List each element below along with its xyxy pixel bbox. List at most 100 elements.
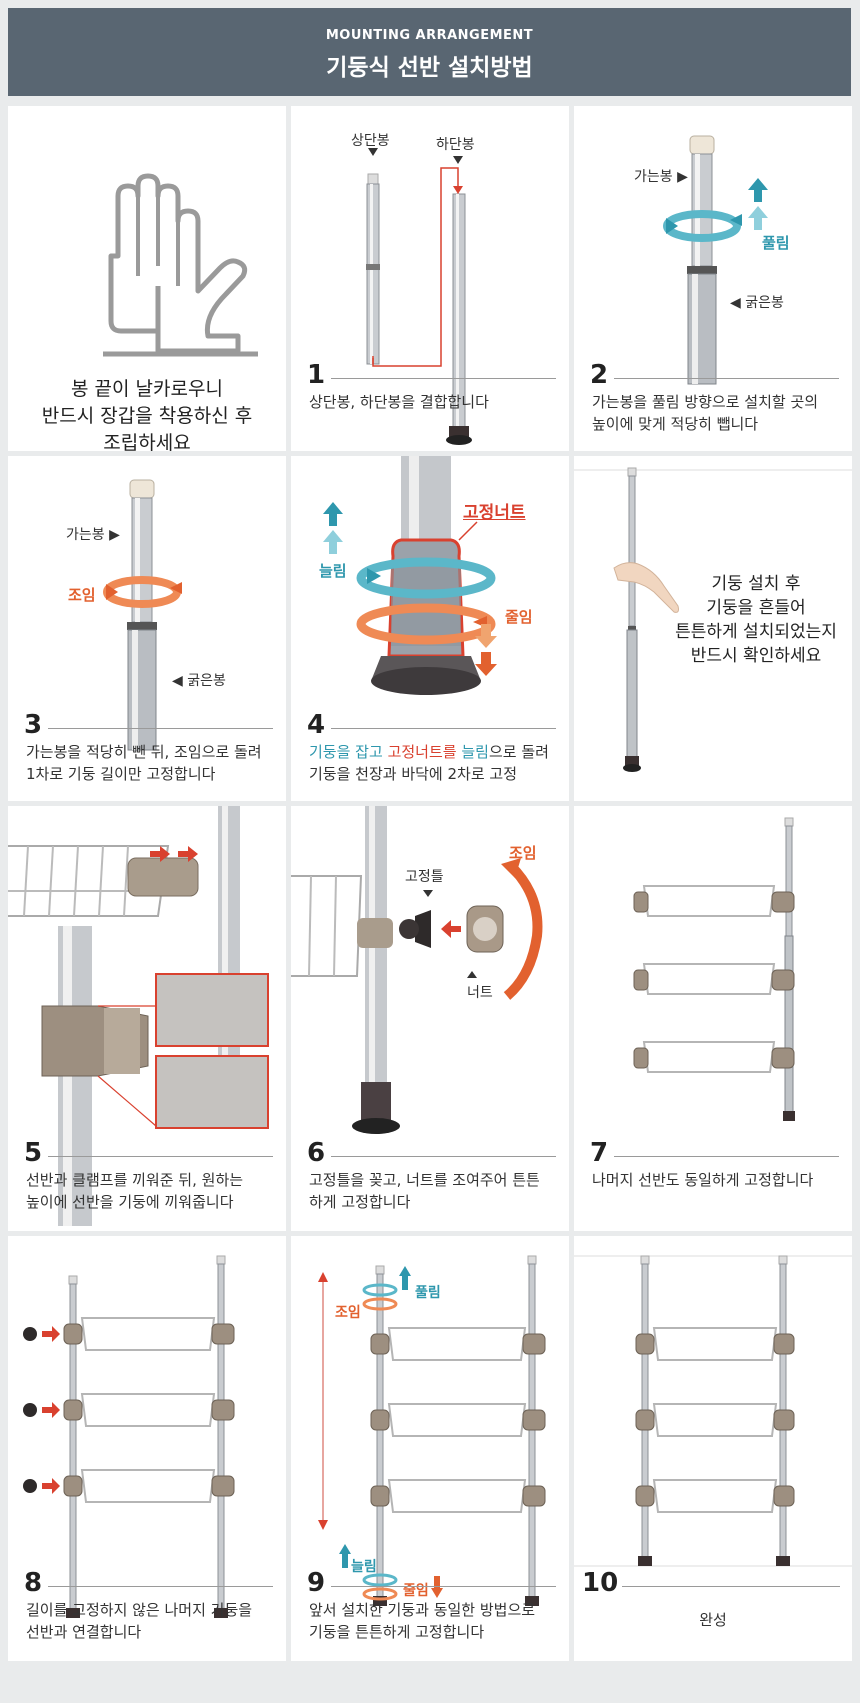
pole-image [623, 467, 641, 772]
step-5-cell: 5 선반과 클램프를 끼워준 뒤, 원하는 높이에 선반을 기둥에 끼워줍니다 [8, 806, 286, 1231]
caption-line: 선반과 클램프를 끼워준 뒤, 원하는 [26, 1171, 244, 1189]
check-text: 기둥 설치 후 기둥을 흔들어 튼튼하게 설치되었는지 반드시 확인하세요 [674, 572, 838, 668]
zoom-box [155, 973, 269, 1047]
step-caption: 완성 [699, 1611, 727, 1629]
step-caption: 나머지 선반도 동일하게 고정합니다 [592, 1171, 814, 1189]
divider [331, 1586, 556, 1587]
caption-line: 1차로 기둥 길이만 고정합니다 [26, 765, 216, 783]
shelf-basket-image [291, 875, 393, 977]
pole-image [127, 479, 157, 751]
divider [48, 728, 273, 729]
label-fixing-nut: 고정너트 [463, 503, 526, 523]
label-tighten: 조임 [335, 1305, 361, 1321]
step-caption: 상단봉, 하단봉을 결합합니다 [309, 393, 489, 411]
check-line: 기둥을 흔들어 [706, 598, 806, 618]
arrow-right-icon [150, 846, 198, 862]
label-extend: 늘림 [319, 562, 347, 580]
bottom-rod-image [446, 193, 472, 445]
label-tighten: 조임 [68, 586, 96, 604]
arrow-left-icon [441, 920, 461, 938]
check-line: 반드시 확인하세요 [690, 646, 822, 666]
caption-line: 높이에 선반을 기둥에 끼워줍니다 [26, 1193, 234, 1211]
completed-shelf-image [574, 1255, 852, 1567]
step-10-cell: 10 완성 [574, 1236, 852, 1661]
caption-line: 앞서 설치한 기둥과 동일한 방법으로 [309, 1601, 536, 1619]
caption-line: 가는봉을 풀림 방향으로 설치할 곳의 [592, 393, 819, 411]
clamp-image [41, 1005, 149, 1077]
label-fixer: 고정틀 [405, 869, 444, 885]
step-7-cell: 7 나머지 선반도 동일하게 고정합니다 [574, 806, 852, 1231]
step-1-cell: 상단봉 하단봉 1 상단봉, 하단봉을 결합합니다 [291, 106, 569, 451]
fixer-cap-image [399, 910, 431, 948]
caption-line: 하게 고정합니다 [309, 1193, 411, 1211]
step-number: 1 [307, 360, 326, 390]
step-caption: 가는봉을 적당히 뺀 뒤, 조임으로 돌려 1차로 기둥 길이만 고정합니다 [26, 741, 262, 785]
header-title-ko: 기둥식 선반 설치방법 [326, 55, 533, 81]
caption-line: 기둥을 잡고 고정너트를 늘림으로 돌려 [309, 743, 549, 761]
header-title-en: MOUNTING ARRANGEMENT [325, 28, 534, 43]
label-loosen: 풀림 [415, 1285, 441, 1301]
label-shrink: 줄임 [505, 608, 533, 626]
page-header: MOUNTING ARRANGEMENT 기둥식 선반 설치방법 [8, 8, 851, 96]
caption-line: 높이에 맞게 적당히 뺍니다 [592, 415, 759, 433]
divider [331, 378, 556, 379]
step-number: 5 [24, 1138, 43, 1168]
step-number: 10 [582, 1568, 619, 1598]
step-2-cell: 가는봉 ▶ 풀림 ◀ 굵은봉 2 가는봉을 풀림 방향으로 설치할 곳의 높이에… [574, 106, 852, 451]
step-8-cell: 8 길이를 고정하지 않은 나머지 기둥을 선반과 연결합니다 [8, 1236, 286, 1661]
arrow-up-icon [748, 178, 768, 230]
step-3-cell: 가는봉 ▶ 조임 ◀ 굵은봉 3 가는봉을 적당히 뺀 뒤, 조임으로 돌려 1… [8, 456, 286, 801]
step-number: 9 [307, 1568, 326, 1598]
shelf-basket-image [8, 845, 199, 917]
divider [614, 378, 839, 379]
nut-image [466, 905, 504, 953]
caption-line: 가는봉을 적당히 뺀 뒤, 조임으로 돌려 [26, 743, 262, 761]
label-thick-rod: ◀ 굵은봉 [730, 295, 784, 311]
label-nut: 너트 [467, 985, 493, 1001]
label-thin-rod: 가는봉 ▶ [66, 527, 120, 543]
divider [48, 1156, 273, 1157]
rotate-tighten-arrow [501, 858, 543, 1000]
step-caption: 길이를 고정하지 않은 나머지 기둥을 선반과 연결합니다 [26, 1599, 252, 1643]
warning-cell: 봉 끝이 날카로우니 반드시 장갑을 착용하신 후 조립하세요 [8, 106, 286, 451]
warning-line: 반드시 장갑을 착용하신 후 [41, 405, 253, 427]
step-caption: 가는봉을 풀림 방향으로 설치할 곳의 높이에 맞게 적당히 뺍니다 [592, 391, 818, 435]
caption-line: 기둥을 천장과 바닥에 2차로 고정 [309, 765, 518, 783]
rotate-extend-arrow [356, 557, 496, 599]
pole-image [687, 135, 717, 385]
caption-line: 길이를 고정하지 않은 나머지 기둥을 [26, 1601, 253, 1619]
check-line: 기둥 설치 후 [711, 574, 801, 594]
step-number: 4 [307, 710, 326, 740]
two-pole-shelves-image [318, 1255, 546, 1606]
hand-image [613, 562, 679, 613]
pole-image [352, 806, 400, 1134]
step-caption: 앞서 설치한 기둥과 동일한 방법으로 기둥을 튼튼하게 고정합니다 [309, 1599, 535, 1643]
single-pole-shelves-image [633, 817, 795, 1121]
arrow-down-icon [475, 624, 497, 676]
step-number: 3 [24, 710, 43, 740]
check-cell: 기둥 설치 후 기둥을 흔들어 튼튼하게 설치되었는지 반드시 확인하세요 [574, 456, 852, 801]
step-number: 6 [307, 1138, 326, 1168]
warning-line: 봉 끝이 날카로우니 [71, 378, 223, 400]
divider [622, 1586, 840, 1587]
step-9-cell: 풀림 조임 늘림 줄임 9 앞서 설치한 기둥과 동일한 방법으로 기둥을 튼튼… [291, 1236, 569, 1661]
label-top-rod: 상단봉 [351, 133, 390, 149]
divider [614, 1156, 839, 1157]
caption-line: 고정틀을 꽂고, 너트를 조여주어 튼튼 [309, 1171, 540, 1189]
step-number: 8 [24, 1568, 43, 1598]
two-pole-shelves-image [23, 1255, 235, 1618]
label-tighten: 조임 [509, 844, 537, 862]
zoom-box [155, 1055, 269, 1129]
check-line: 튼튼하게 설치되었는지 [675, 622, 837, 642]
label-shrink: 줄임 [403, 1583, 429, 1599]
divider [48, 1586, 273, 1587]
warning-text: 봉 끝이 날카로우니 반드시 장갑을 착용하신 후 조립하세요 [8, 376, 286, 451]
top-rod-image [366, 173, 380, 365]
caption-line: 기둥을 튼튼하게 고정합니다 [309, 1623, 485, 1641]
label-extend: 늘림 [351, 1559, 377, 1575]
step-caption: 선반과 클램프를 끼워준 뒤, 원하는 높이에 선반을 기둥에 끼워줍니다 [26, 1169, 243, 1213]
label-thick-rod: ◀ 굵은봉 [172, 673, 226, 689]
label-loosen: 풀림 [762, 234, 790, 252]
step-caption: 기둥을 잡고 고정너트를 늘림으로 돌려 기둥을 천장과 바닥에 2차로 고정 [309, 741, 549, 785]
arrow-up-icon [323, 502, 343, 554]
